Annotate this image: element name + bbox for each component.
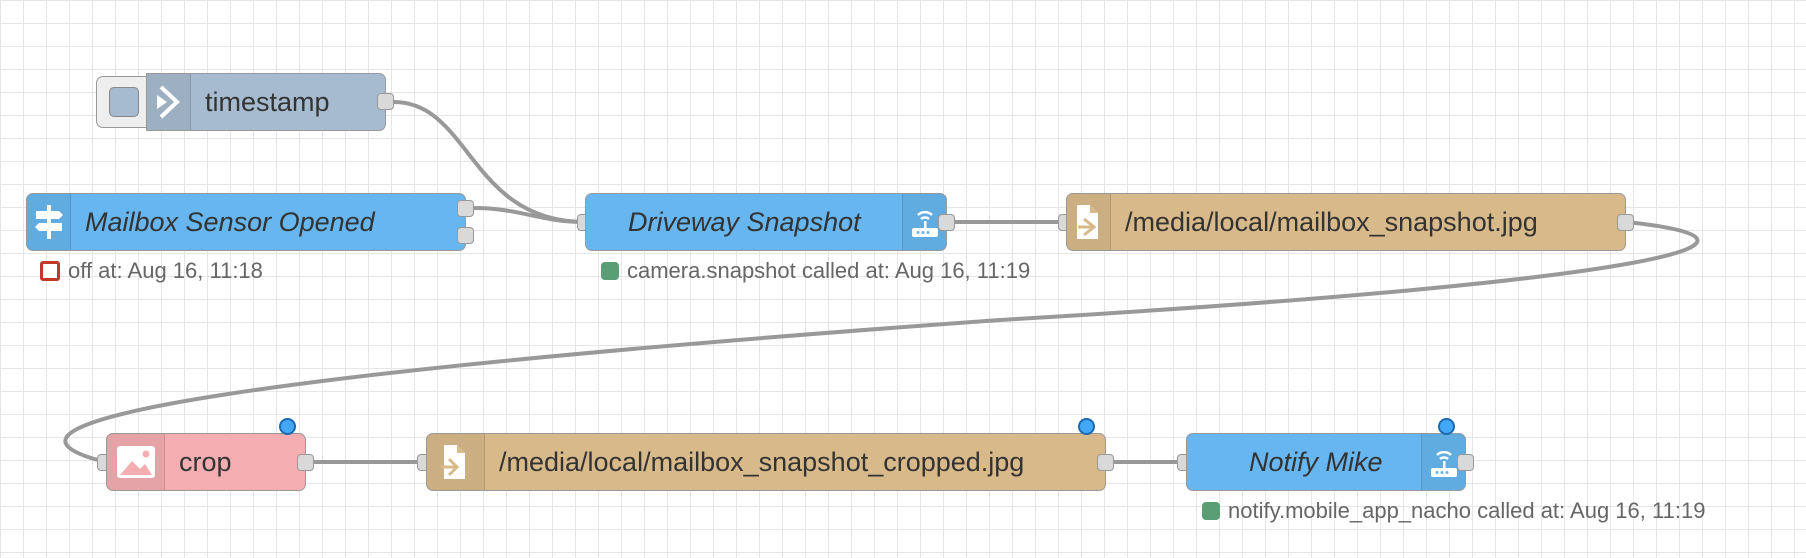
wire-mailbox-driveway [472, 206, 587, 224]
crop-changed-indicator [279, 418, 296, 435]
timestamp-output-port[interactable] [377, 93, 394, 110]
mailbox-status-text: off at: Aug 16, 11:18 [68, 258, 263, 283]
driveway-status: camera.snapshot called at: Aug 16, 11:19 [601, 258, 1030, 284]
notify-status: notify.mobile_app_nacho called at: Aug 1… [1202, 498, 1705, 524]
file-in-output-port[interactable] [1097, 454, 1114, 471]
arrow-in-icon [147, 74, 191, 130]
inject-trigger-button[interactable] [96, 76, 152, 128]
notify-output-port[interactable] [1457, 454, 1474, 471]
mailbox-sensor-node[interactable]: Mailbox Sensor Opened [26, 193, 466, 251]
notify-status-text: notify.mobile_app_nacho called at: Aug 1… [1228, 498, 1706, 523]
inject-button-face [109, 87, 139, 117]
image-icon [107, 434, 165, 490]
mailbox-output-port-1[interactable] [457, 200, 474, 217]
file-in-node[interactable]: /media/local/mailbox_snapshot_cropped.jp… [426, 433, 1106, 491]
file-out-output-port[interactable] [1617, 214, 1634, 231]
timestamp-label: timestamp [205, 86, 330, 117]
driveway-status-text: camera.snapshot called at: Aug 16, 11:19 [627, 258, 1031, 283]
status-ok-indicator [601, 262, 619, 280]
crop-node[interactable]: crop [106, 433, 306, 491]
crop-output-port[interactable] [297, 454, 314, 471]
driveway-snapshot-label: Driveway Snapshot [628, 206, 861, 237]
mailbox-status: off at: Aug 16, 11:18 [40, 258, 263, 284]
driveway-output-port[interactable] [938, 214, 955, 231]
timestamp-node[interactable]: timestamp [146, 73, 386, 131]
file-in-label: /media/local/mailbox_snapshot_cropped.jp… [499, 446, 1025, 477]
crop-label: crop [179, 446, 232, 477]
file-in-icon [427, 434, 485, 490]
file-in-changed-indicator [1078, 418, 1095, 435]
wire-file-out-crop [63, 220, 1700, 464]
notify-mike-node[interactable]: Notify Mike [1186, 433, 1466, 491]
file-out-icon [1067, 194, 1111, 250]
signpost-icon [27, 194, 71, 250]
driveway-snapshot-node[interactable]: Driveway Snapshot [585, 193, 947, 251]
status-ok-indicator [1202, 502, 1220, 520]
notify-mike-label: Notify Mike [1249, 446, 1383, 477]
status-off-indicator [40, 261, 60, 281]
file-out-label: /media/local/mailbox_snapshot.jpg [1125, 206, 1538, 237]
mailbox-output-port-2[interactable] [457, 227, 474, 244]
file-out-node[interactable]: /media/local/mailbox_snapshot.jpg [1066, 193, 1626, 251]
notify-changed-indicator [1438, 418, 1455, 435]
mailbox-sensor-label: Mailbox Sensor Opened [85, 206, 375, 237]
